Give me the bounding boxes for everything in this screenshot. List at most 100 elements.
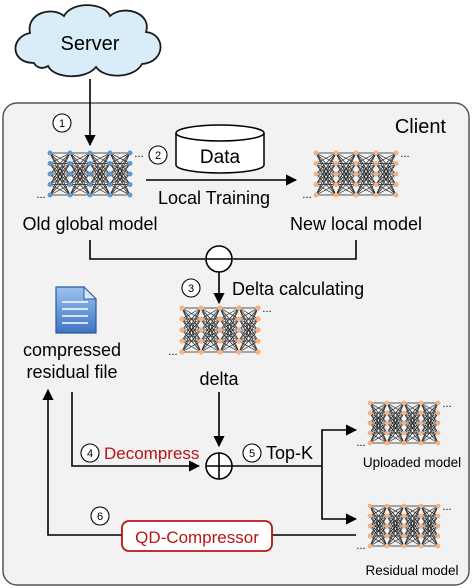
delta-model-node xyxy=(255,349,261,355)
old-model-node xyxy=(87,192,93,198)
residual-model-node xyxy=(401,523,407,529)
residual-model-node xyxy=(401,533,407,539)
old-model-node xyxy=(87,161,93,166)
data-cylinder: Data xyxy=(175,124,265,174)
residual-model-edge xyxy=(420,505,439,537)
decompress-label: Decompress xyxy=(104,444,199,463)
uploaded-model-edge xyxy=(386,402,405,434)
old-model-node xyxy=(127,150,133,156)
old-model-node xyxy=(47,192,53,198)
old-model-edge xyxy=(49,152,71,196)
residual-model-network: ...... xyxy=(356,501,451,552)
uploaded-model-edge xyxy=(403,432,422,444)
delta-model-edge xyxy=(181,307,202,353)
residual-model-node xyxy=(435,503,441,509)
uploaded-model-edge xyxy=(403,402,422,434)
client-label: Client xyxy=(395,116,447,138)
new-model-node xyxy=(373,150,379,156)
old-model-edge xyxy=(49,152,71,164)
new-model-edge xyxy=(335,173,357,196)
residual-model-node xyxy=(435,523,441,529)
uploaded-model-edge xyxy=(386,422,405,444)
residual-model-edge xyxy=(369,505,388,547)
new-model-edge xyxy=(335,184,357,196)
new-model-node xyxy=(353,161,359,166)
new-model-edge xyxy=(335,163,357,196)
client-panel xyxy=(2,102,470,586)
residual-model-node xyxy=(435,533,441,539)
delta-model-edge xyxy=(200,307,221,353)
new-model-node xyxy=(333,171,339,177)
compressed-residual-file-line1: compressed xyxy=(23,340,121,360)
old-global-model-label: Old global model xyxy=(22,214,157,234)
uploaded-model-node xyxy=(384,400,390,406)
old-global-model-network: ...... xyxy=(36,148,143,201)
old-model-node xyxy=(127,161,133,166)
delta-model-edge xyxy=(238,307,259,342)
uploaded-model-node xyxy=(384,410,390,416)
residual-model-edge xyxy=(403,505,422,537)
connector-old-to-minus xyxy=(89,240,205,260)
delta-model-node xyxy=(179,316,185,322)
delta-model-edge xyxy=(181,318,202,353)
delta-model-edge xyxy=(219,307,240,331)
new-model-edge xyxy=(375,152,397,185)
qd-compressor-box xyxy=(121,520,273,552)
delta-model-node xyxy=(217,349,223,355)
step-6-number: 6 xyxy=(97,511,103,523)
uploaded-model-edge xyxy=(386,432,405,444)
uploaded-model-node xyxy=(367,440,373,446)
uploaded-model-edge xyxy=(403,402,422,424)
step-1-badge: 1 xyxy=(52,113,72,133)
residual-model-edge xyxy=(420,515,439,547)
new-model-edge xyxy=(315,184,337,196)
uploaded-model-edge xyxy=(420,432,439,444)
old-model-node xyxy=(107,171,113,177)
delta-model-edge xyxy=(200,307,221,342)
residual-model-node xyxy=(384,523,390,529)
residual-model-edge xyxy=(420,535,439,547)
new-model-node xyxy=(333,192,339,198)
delta-model-edge xyxy=(181,329,202,353)
step-4-badge: 4 xyxy=(80,443,100,463)
residual-model-edge xyxy=(386,505,405,517)
uploaded-model-node xyxy=(435,430,441,436)
delta-model-edge xyxy=(238,307,259,353)
residual-model-edge xyxy=(386,505,405,537)
step-4-number: 4 xyxy=(87,448,93,460)
delta-calculating-label: Delta calculating xyxy=(232,279,364,299)
uploaded-model-network: ...... xyxy=(356,398,451,449)
delta-model-node xyxy=(198,327,204,333)
new-model-node xyxy=(373,161,379,166)
residual-model-node xyxy=(384,543,390,549)
residual-model-edge xyxy=(403,535,422,547)
uploaded-model-edge xyxy=(420,422,439,444)
new-model-edge xyxy=(335,152,357,164)
residual-model-node xyxy=(384,503,390,509)
old-model-edge xyxy=(69,184,91,196)
uploaded-model-edge xyxy=(386,402,405,414)
old-model-edge xyxy=(109,173,131,196)
new-model-edge xyxy=(315,152,337,196)
new-model-node xyxy=(393,171,399,177)
uploaded-model-node xyxy=(384,420,390,426)
connector-new-to-minus xyxy=(233,240,357,260)
delta-model-node xyxy=(217,316,223,322)
uploaded-model-node xyxy=(401,420,407,426)
step-2-number: 2 xyxy=(155,150,161,162)
uploaded-model-node xyxy=(418,420,424,426)
uploaded-model-node xyxy=(418,400,424,406)
uploaded-model-node xyxy=(401,410,407,416)
residual-model-node xyxy=(418,503,424,509)
new-model-edge xyxy=(355,184,377,196)
uploaded-model-label: Uploaded model xyxy=(363,455,461,470)
delta-model-edge xyxy=(200,329,221,353)
uploaded-model-node xyxy=(418,430,424,436)
residual-model-node xyxy=(401,543,407,549)
minus-operator xyxy=(205,245,233,273)
arrow-to-uploaded-model xyxy=(321,424,358,466)
new-model-edge xyxy=(335,152,357,185)
new-model-node xyxy=(333,182,339,187)
uploaded-model-node xyxy=(384,430,390,436)
